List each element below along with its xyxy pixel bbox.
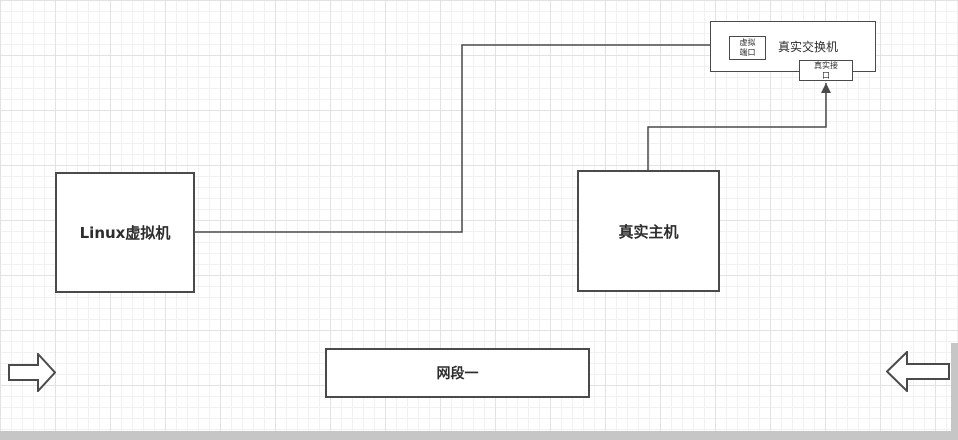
connector-real-host-to-real-interface[interactable] (647, 83, 831, 170)
node-virtual-port[interactable]: 虚拟端口 (729, 36, 766, 60)
canvas-edge-right (951, 343, 958, 431)
node-real-host-label: 真实主机 (618, 222, 679, 241)
node-linux-vm[interactable]: Linux虚拟机 (55, 172, 195, 293)
node-linux-vm-label: Linux虚拟机 (79, 224, 171, 242)
node-network-segment-label: 网段一 (436, 366, 479, 382)
node-virtual-port-label: 虚拟端口 (739, 38, 756, 57)
node-real-interface-label: 真实接口 (814, 60, 838, 80)
connector-linux-vm-to-virtual-port[interactable] (195, 40, 727, 233)
node-real-host[interactable]: 真实主机 (577, 170, 720, 292)
canvas-edge-bottom (0, 431, 958, 440)
node-real-switch-label: 真实交换机 (777, 40, 838, 54)
block-arrow-right-icon[interactable] (8, 353, 56, 392)
node-network-segment[interactable]: 网段一 (325, 348, 590, 398)
block-arrow-left-icon[interactable] (886, 351, 950, 392)
node-real-interface[interactable]: 真实接口 (799, 60, 853, 81)
